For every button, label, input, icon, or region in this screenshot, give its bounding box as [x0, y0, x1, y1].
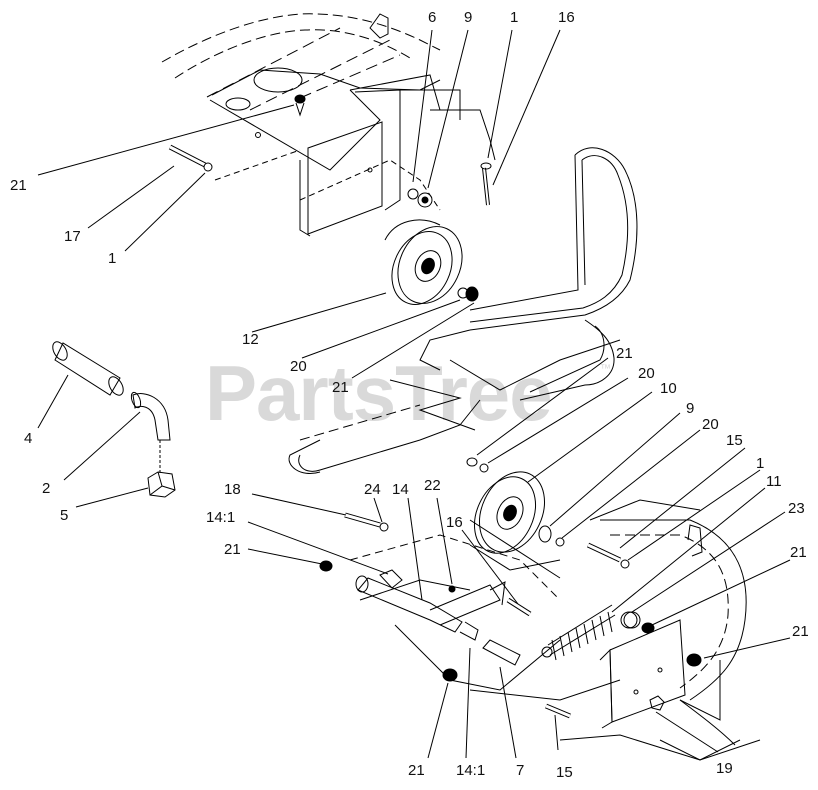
- callout-6: 6: [428, 9, 436, 26]
- callout-21: 21: [616, 345, 633, 362]
- watermark-text: PartsTree: [205, 349, 552, 437]
- callout-21: 21: [790, 544, 807, 561]
- callout-12: 12: [242, 331, 259, 348]
- lower-idler-pulley: [469, 471, 561, 579]
- callout-21: 21: [10, 177, 27, 194]
- callout-9: 9: [464, 9, 472, 26]
- callout-15: 15: [556, 764, 573, 781]
- callout-21: 21: [332, 379, 349, 396]
- callout-1: 1: [510, 9, 518, 26]
- upper-hardware: [168, 94, 492, 302]
- callout-20: 20: [702, 416, 719, 433]
- callout-21: 21: [792, 623, 809, 640]
- upper-idler-pulley: [384, 219, 463, 305]
- idler-arm-assembly: [349, 534, 641, 701]
- callout-2: 2: [42, 480, 50, 497]
- callout-24: 24: [364, 481, 381, 498]
- callout-1: 1: [108, 250, 116, 267]
- callout-17: 17: [64, 228, 81, 245]
- callout-5: 5: [60, 507, 68, 524]
- upper-frame: [161, 13, 496, 237]
- callout-20: 20: [290, 358, 307, 375]
- callout-1: 1: [756, 455, 764, 472]
- callout-labels: 6 9 1 16 21 17 1 12 20 21 4 2 5 21 20 10…: [10, 9, 809, 781]
- callout-4: 4: [24, 430, 32, 447]
- leader-lines: [37, 29, 791, 759]
- callout-21: 21: [408, 762, 425, 779]
- callout-18: 18: [224, 481, 241, 498]
- callout-7: 7: [516, 762, 524, 779]
- callout-14: 14: [392, 481, 409, 498]
- callout-14-1: 14:1: [206, 509, 235, 526]
- lower-hardware: [319, 457, 702, 719]
- watermark: PartsTree ™: [205, 349, 611, 437]
- callout-10: 10: [660, 380, 677, 397]
- lower-frame: [559, 499, 761, 761]
- callout-9: 9: [686, 400, 694, 417]
- callout-22: 22: [424, 477, 441, 494]
- callout-19: 19: [716, 760, 733, 777]
- drive-belt: [288, 147, 638, 474]
- callout-14-1: 14:1: [456, 762, 485, 779]
- callout-21: 21: [224, 541, 241, 558]
- callout-16: 16: [558, 9, 575, 26]
- handle-grip-assembly: [52, 341, 176, 498]
- callout-23: 23: [788, 500, 805, 517]
- callout-15: 15: [726, 432, 743, 449]
- callout-11: 11: [766, 473, 782, 490]
- callout-16: 16: [446, 514, 463, 531]
- trademark-symbol: ™: [600, 363, 611, 375]
- callout-20: 20: [638, 365, 655, 382]
